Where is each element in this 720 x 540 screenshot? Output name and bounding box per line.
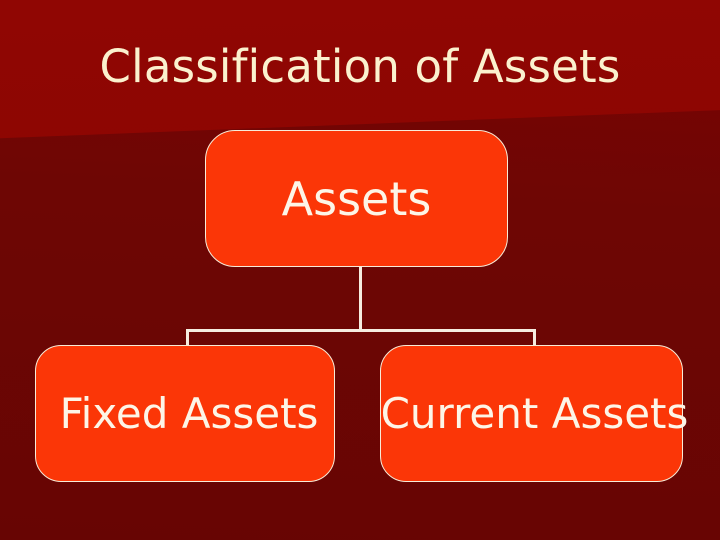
connector-root-stem <box>359 266 362 332</box>
diagram-node-assets-label: Assets <box>281 171 432 226</box>
slide-title: Classification of Assets <box>99 40 621 93</box>
diagram-node-current-assets[interactable]: Current Assets <box>380 345 688 482</box>
diagram-node-assets[interactable]: Assets <box>205 130 508 267</box>
diagram-node-current-assets-label: Current Assets <box>380 389 689 438</box>
connector-horizontal-bar <box>186 329 536 332</box>
connector-drop-right <box>533 329 536 350</box>
connector-drop-left <box>186 329 189 350</box>
diagram-node-fixed-assets-label: Fixed Assets <box>59 389 319 438</box>
diagram-node-fixed-assets[interactable]: Fixed Assets <box>35 345 335 482</box>
